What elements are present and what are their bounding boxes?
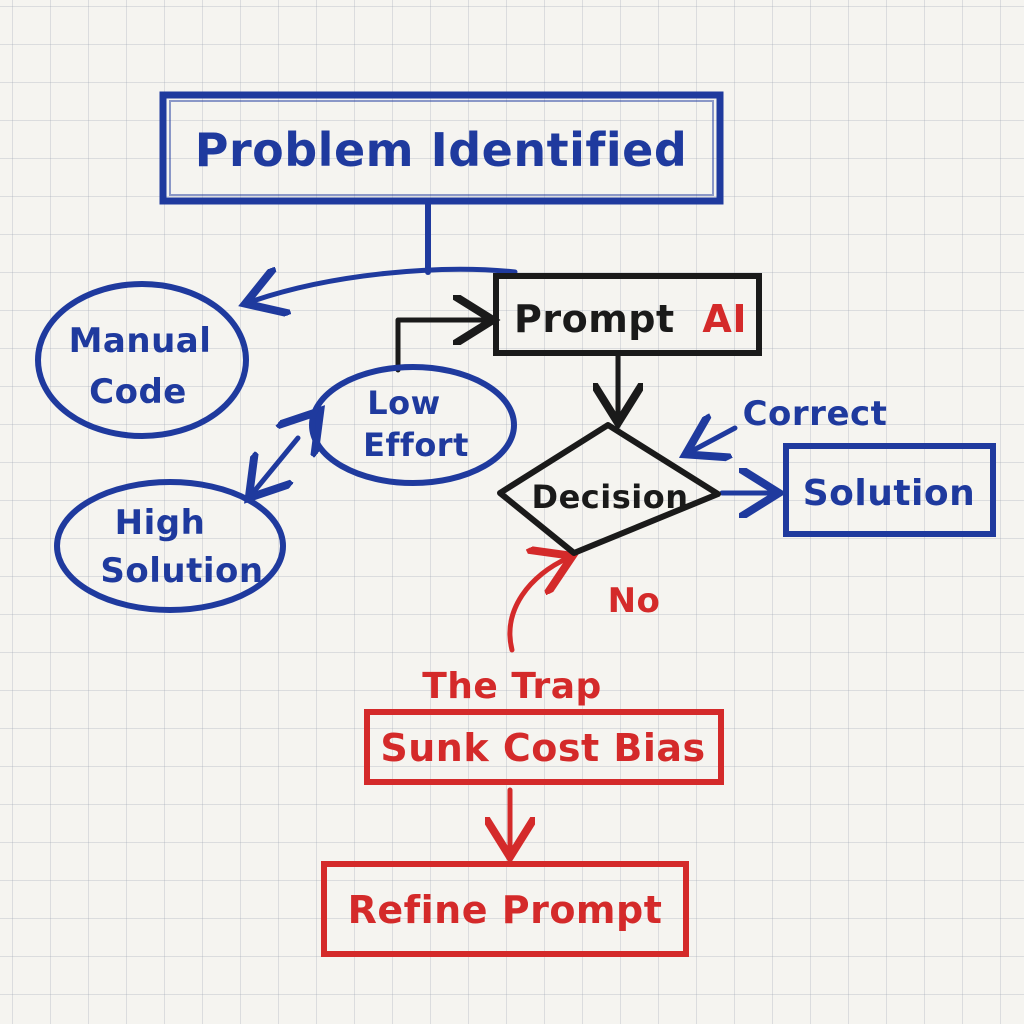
node-sunk-cost-bias: Sunk Cost Bias (364, 709, 724, 785)
node-problem-identified: Problem Identified (159, 91, 724, 205)
node-prompt-ai: Prompt AI (493, 273, 762, 356)
label-no: No (608, 581, 661, 621)
node-high-solution: High Solution (54, 479, 286, 613)
svg-text:Prompt AI: Prompt AI (514, 297, 747, 341)
edge-low-effort-high-solution (252, 438, 298, 494)
node-refine-prompt: Refine Prompt (321, 861, 689, 957)
label-decision: Decision (532, 478, 689, 516)
node-low-effort: Low Effort (309, 364, 517, 486)
label-low-effort-line2: Effort (363, 426, 469, 464)
label-high-solution-line2: Solution (100, 551, 263, 591)
label-prompt-ai-suffix: AI (702, 297, 747, 341)
label-the-trap: The Trap (422, 666, 602, 707)
edge-problem-to-manual-code (250, 266, 518, 302)
label-low-effort-line1: Low (367, 384, 440, 422)
edge-correct-pointer (690, 428, 738, 452)
node-solution: Solution (783, 443, 996, 537)
label-manual-code-line2: Code (89, 372, 187, 412)
node-decision: Decision (497, 422, 721, 556)
edge-low-effort-to-prompt-ai (395, 320, 488, 373)
label-problem-identified: Problem Identified (195, 123, 688, 177)
label-sunk-cost-bias: Sunk Cost Bias (380, 726, 705, 770)
label-manual-code-line1: Manual (69, 321, 212, 361)
label-refine-prompt: Refine Prompt (348, 888, 663, 932)
label-correct: Correct (743, 394, 888, 434)
edge-trap-to-decision (507, 558, 568, 653)
label-solution: Solution (803, 473, 976, 514)
label-prompt-ai-prefix: Prompt (514, 297, 675, 341)
label-high-solution-line1: High (115, 503, 206, 543)
node-manual-code: Manual Code (35, 281, 249, 439)
